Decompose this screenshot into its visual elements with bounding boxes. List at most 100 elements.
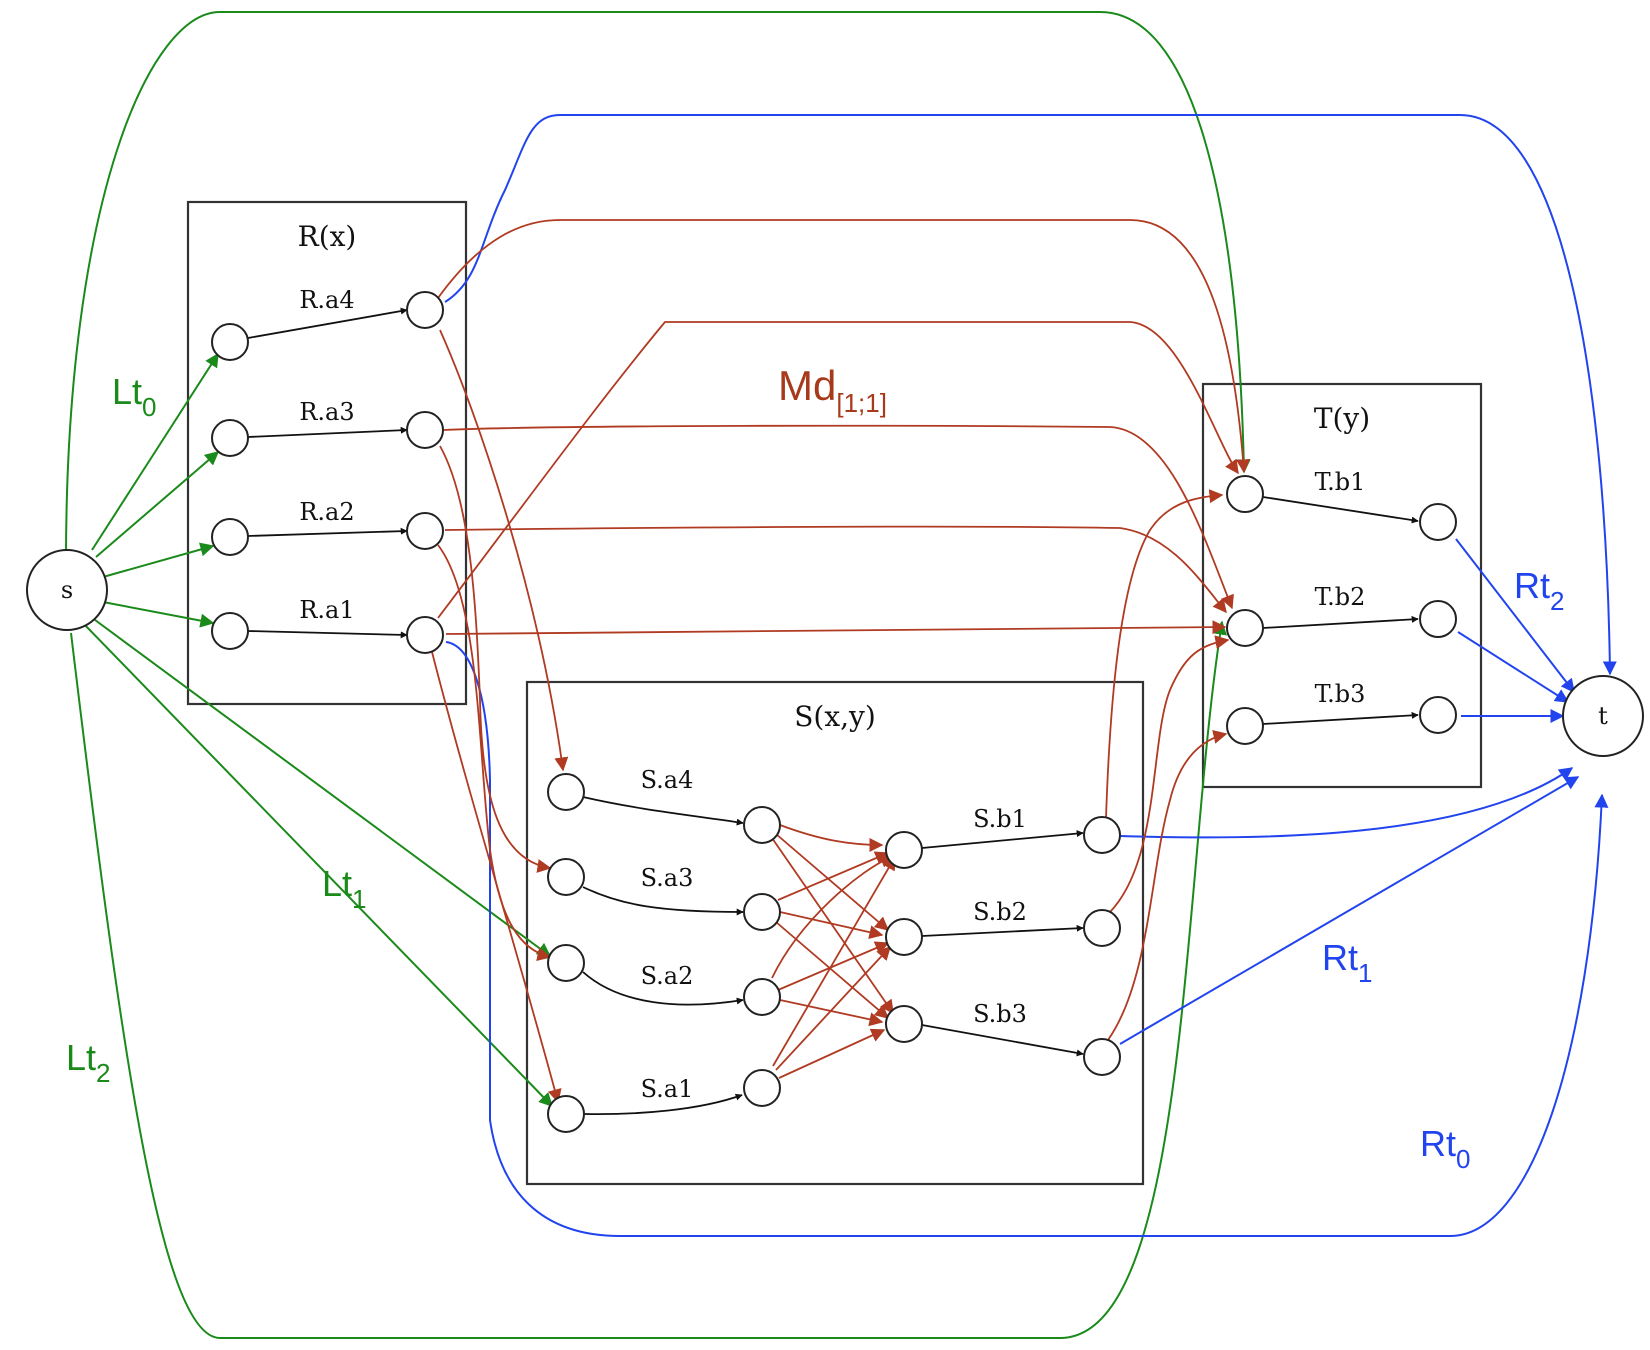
path-Lt2-bottom	[70, 620, 1227, 1339]
edge-Sa1	[583, 1093, 743, 1116]
edge-Sb1out-Tb1in	[1105, 489, 1224, 819]
node-Sa4-in	[547, 773, 585, 811]
node-Sa2-in	[547, 944, 585, 982]
label-Rt0: Rt0	[1420, 1123, 1470, 1174]
node-Ra2-out	[406, 512, 444, 550]
edge-Ra2-Sa2in	[437, 544, 552, 961]
left-paths	[65, 11, 1251, 1339]
node-Ra2-in	[211, 518, 249, 556]
edge-Sa2out-Sb1in	[771, 854, 895, 979]
edge-s-sa2in	[90, 616, 552, 957]
edge-Sa1out-Sb2in	[775, 945, 891, 1071]
node-Sb3-in	[885, 1005, 923, 1043]
path-Lt2-top	[65, 11, 1251, 561]
edge-s-ra4in	[91, 352, 219, 551]
node-Ra4-out	[406, 291, 444, 329]
box-R	[186, 200, 468, 706]
node-Sb3-out	[1083, 1038, 1121, 1076]
edge-Ra4	[247, 307, 408, 339]
label-Sb2: S.b2	[973, 898, 1027, 926]
node-Tb2-out	[1419, 600, 1457, 638]
label-Tb3: T.b3	[1315, 680, 1366, 708]
edge-Sb2out-Tb2in	[1109, 635, 1230, 913]
edge-s-ra2in	[102, 542, 215, 578]
edge-Tb1	[1262, 496, 1419, 524]
edge-Sa4	[582, 796, 744, 826]
edge-Sa2out-Sb2in	[777, 941, 890, 991]
node-Sa3-in	[547, 858, 585, 896]
edge-Tb2-t	[1457, 631, 1570, 703]
edge-Sa2	[582, 971, 744, 1006]
path-Rt0-bottom	[445, 641, 1609, 1237]
node-Tb2-in	[1226, 609, 1264, 647]
label-Ra4: R.a4	[299, 286, 354, 314]
label-Rt2: Rt2	[1514, 565, 1564, 616]
label-Tb1: T.b1	[1315, 468, 1366, 496]
edge-Sa4out-Sb3in	[771, 837, 894, 1015]
edge-s-sa1in	[81, 621, 553, 1108]
box-S-title: S(x,y)	[794, 700, 876, 733]
label-Sa3: S.a3	[641, 864, 694, 892]
node-Ra4-in	[211, 323, 249, 361]
node-Sa4-out	[743, 806, 781, 844]
edge-Tb1-t	[1455, 538, 1575, 694]
edge-Sb1	[921, 830, 1084, 849]
edge-Ra4-Sa4in	[439, 329, 569, 772]
label-Tb2: T.b2	[1315, 583, 1366, 611]
edge-Sa3out-Sb1in	[777, 851, 890, 901]
edge-Sb3out-Tb3in	[1107, 730, 1228, 1041]
label-Sa4: S.a4	[641, 766, 694, 794]
relation-boxes: R(x) S(x,y) T(y)	[186, 200, 1483, 1186]
label-Sb3: S.b3	[973, 1000, 1027, 1028]
edge-Sb1-t	[1119, 767, 1574, 839]
edge-Sa4out-Sb1in	[779, 824, 884, 852]
edge-Sa1out-Sb1in	[772, 855, 896, 1067]
node-t	[1562, 675, 1644, 757]
node-Tb3-in	[1226, 707, 1264, 745]
edge-Ra1-Tb2in	[445, 620, 1227, 635]
node-Sa3-out	[743, 893, 781, 931]
node-Ra1-out	[406, 616, 444, 654]
edge-Ra3-Tb2in	[443, 424, 1234, 610]
label-Ra2: R.a2	[299, 498, 354, 526]
label-Lt0: Lt0	[112, 371, 157, 422]
node-Ra3-out	[406, 411, 444, 449]
node-Sb1-in	[885, 831, 923, 869]
middle-paths	[431, 219, 1251, 1104]
edge-Ra1	[247, 630, 408, 639]
box-S	[525, 680, 1145, 1186]
label-Ra3: R.a3	[299, 398, 354, 426]
node-Ra3-in	[211, 419, 249, 457]
edge-Ra4-Tb1in	[437, 219, 1251, 474]
path-Rt0-top	[444, 114, 1617, 676]
label-Lt1: Lt1	[322, 863, 367, 914]
edge-Ra1-Sa1in	[431, 651, 562, 1104]
edge-Sa3	[582, 886, 744, 916]
path-labels: Md[1;1] Lt0 Lt1 Lt2 Rt0 Rt1 Rt2	[66, 362, 1564, 1174]
edge-Sa4out-Sb2in	[775, 833, 890, 931]
box-T-title: T(y)	[1314, 402, 1370, 435]
label-Sa2: S.a2	[641, 962, 694, 990]
node-Ra1-in	[211, 612, 249, 650]
node-Sb2-in	[885, 918, 923, 956]
edge-Ra2	[247, 527, 408, 537]
edge-s-ra3in	[95, 451, 220, 558]
label-Sb1: S.b1	[973, 805, 1027, 833]
node-Sb2-out	[1083, 909, 1121, 947]
edge-s-ra1in	[102, 601, 215, 628]
node-t-label: t	[1598, 702, 1608, 730]
edge-Sa1out-Sb3in	[778, 1028, 886, 1079]
node-Sb1-out	[1083, 816, 1121, 854]
edge-Sa3out-Sb2in	[779, 911, 884, 940]
right-paths	[444, 114, 1617, 1237]
label-Rt1: Rt1	[1322, 937, 1372, 988]
label-Lt2: Lt2	[66, 1037, 111, 1088]
node-Sa1-in	[547, 1095, 585, 1133]
edge-Sb3	[921, 1024, 1084, 1057]
edge-Tb2	[1262, 615, 1419, 629]
node-Sa1-out	[743, 1069, 781, 1107]
box-T	[1201, 382, 1483, 789]
nodes	[26, 291, 1644, 1133]
box-R-title: R(x)	[298, 220, 357, 253]
